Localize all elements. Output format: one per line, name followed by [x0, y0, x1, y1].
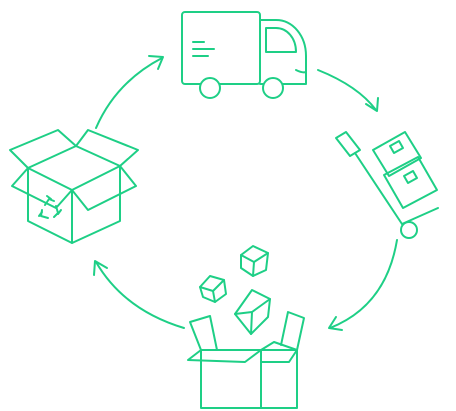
arrow-recycle-box-to-truck-icon: [96, 56, 163, 128]
delivery-truck-icon: [182, 12, 306, 98]
hand-truck-with-boxes-icon: [336, 132, 438, 238]
open-box-with-floating-cubes-icon: [188, 246, 304, 408]
arrow-truck-to-hand-truck-icon: [318, 70, 378, 111]
arrow-hand-truck-to-open-box-icon: [329, 240, 397, 330]
arrow-open-box-to-recycle-box-icon: [94, 261, 184, 328]
recyclable-box-icon: [10, 130, 138, 243]
